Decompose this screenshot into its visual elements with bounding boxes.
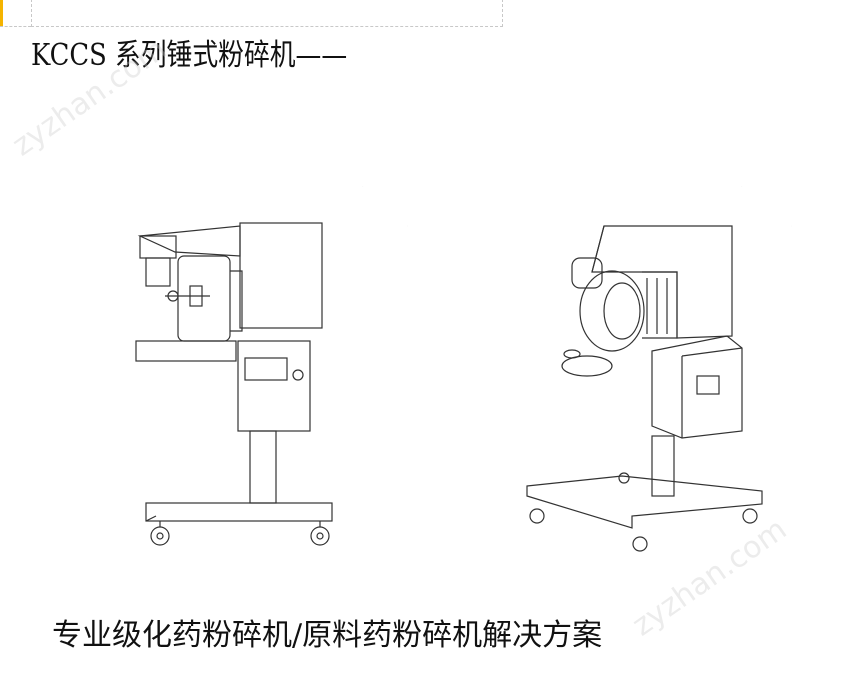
page-subtitle: 专业级化药粉碎机/原料药粉碎机解决方案 bbox=[52, 618, 603, 653]
divider bbox=[0, 26, 31, 27]
header-placeholder-box bbox=[31, 0, 503, 27]
page-title: KCCS 系列锤式粉碎机—— bbox=[31, 38, 348, 73]
hammer-mill-side-view-image bbox=[80, 186, 408, 591]
hammer-mill-perspective-view-image bbox=[492, 186, 792, 591]
accent-bar bbox=[0, 0, 3, 26]
